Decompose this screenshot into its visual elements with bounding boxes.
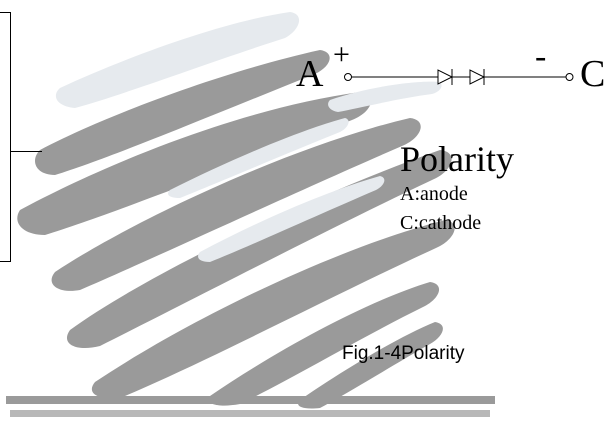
terminal-c-circle <box>565 73 574 81</box>
light-streak-top <box>55 12 300 108</box>
terminal-a-label: A <box>296 53 324 95</box>
diode-icon <box>437 69 490 85</box>
plus-sign: + <box>333 38 350 71</box>
minus-sign: - <box>535 38 547 75</box>
anode-label: A:anode <box>400 183 468 205</box>
polarity-title: Polarity <box>400 139 514 179</box>
cathode-label: C:cathode <box>400 212 482 234</box>
light-streaks <box>168 81 442 262</box>
circuit-wire <box>344 73 574 81</box>
left-bracket <box>0 12 42 262</box>
figure-caption: Fig.1-4Polarity <box>342 343 465 364</box>
terminal-a-circle <box>344 73 352 81</box>
terminal-c-label: C <box>580 53 606 95</box>
dark-streaks <box>6 50 495 417</box>
